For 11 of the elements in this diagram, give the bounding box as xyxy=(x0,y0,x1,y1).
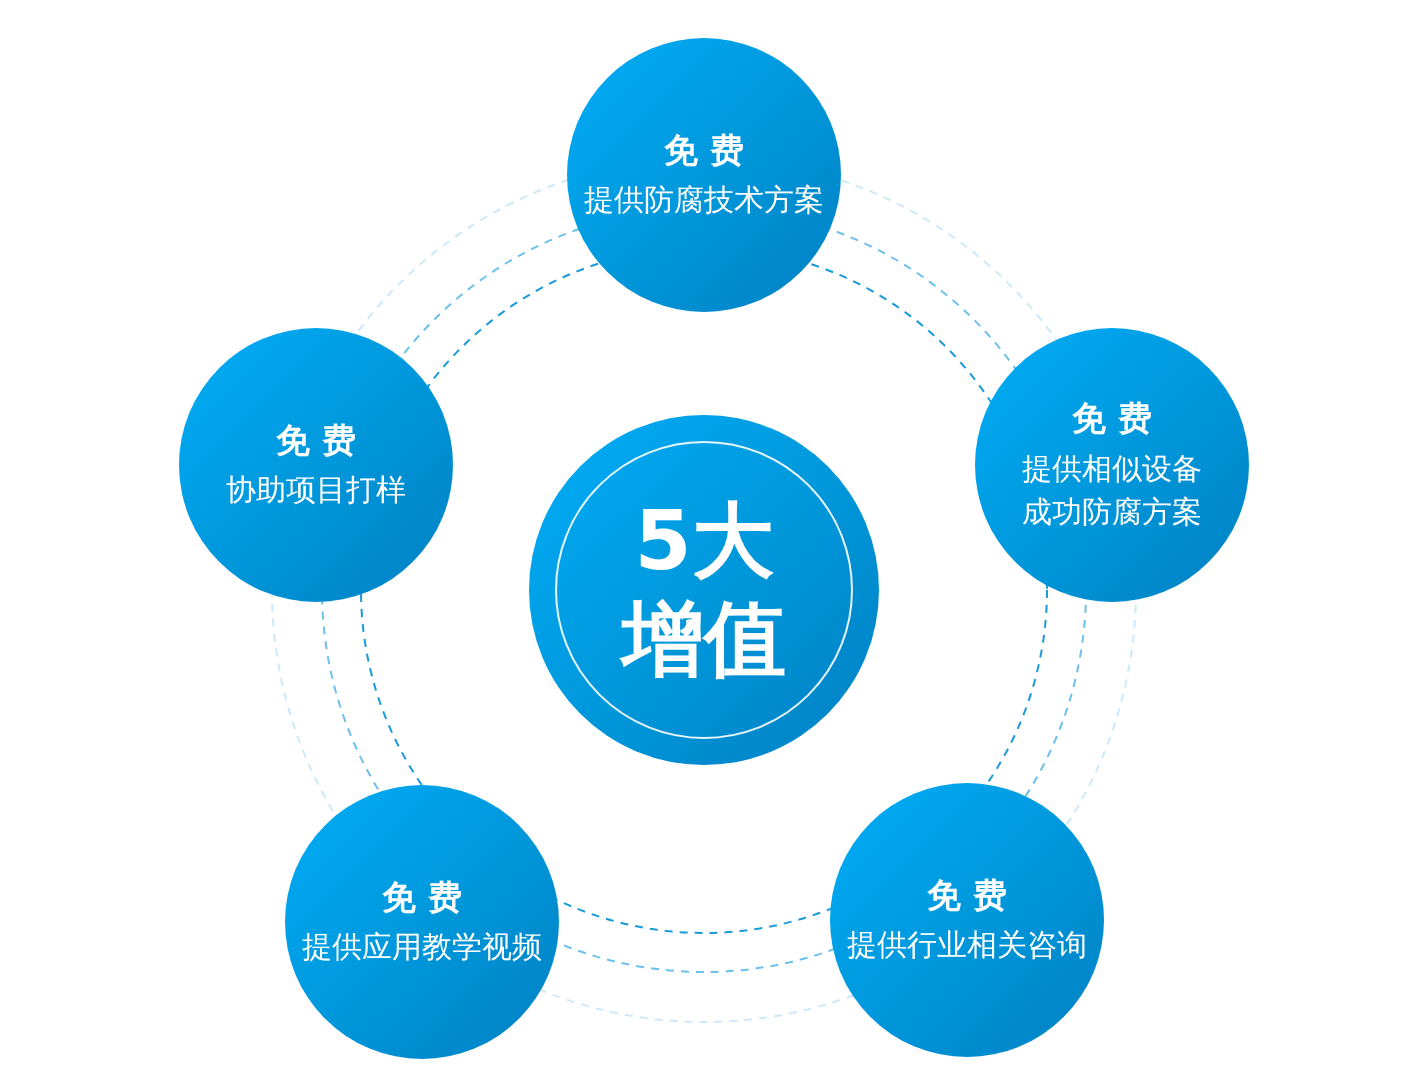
circle-description: 协助项目打样 xyxy=(226,471,406,510)
circle-heading: 免 费 xyxy=(664,129,744,173)
circle-description: 提供应用教学视频 xyxy=(302,928,542,967)
circle-heading: 免 费 xyxy=(382,876,462,920)
circle-heading: 免 费 xyxy=(276,419,356,463)
circle-description: 提供行业相关咨询 xyxy=(847,926,1087,965)
circle-description: 提供相似设备成功防腐方案 xyxy=(1021,449,1203,532)
circle-description: 提供防腐技术方案 xyxy=(584,181,824,220)
circle-heading: 免 费 xyxy=(1072,397,1152,441)
circle-heading: 免 费 xyxy=(927,874,1007,918)
center-title: 5大增值 xyxy=(617,491,791,689)
